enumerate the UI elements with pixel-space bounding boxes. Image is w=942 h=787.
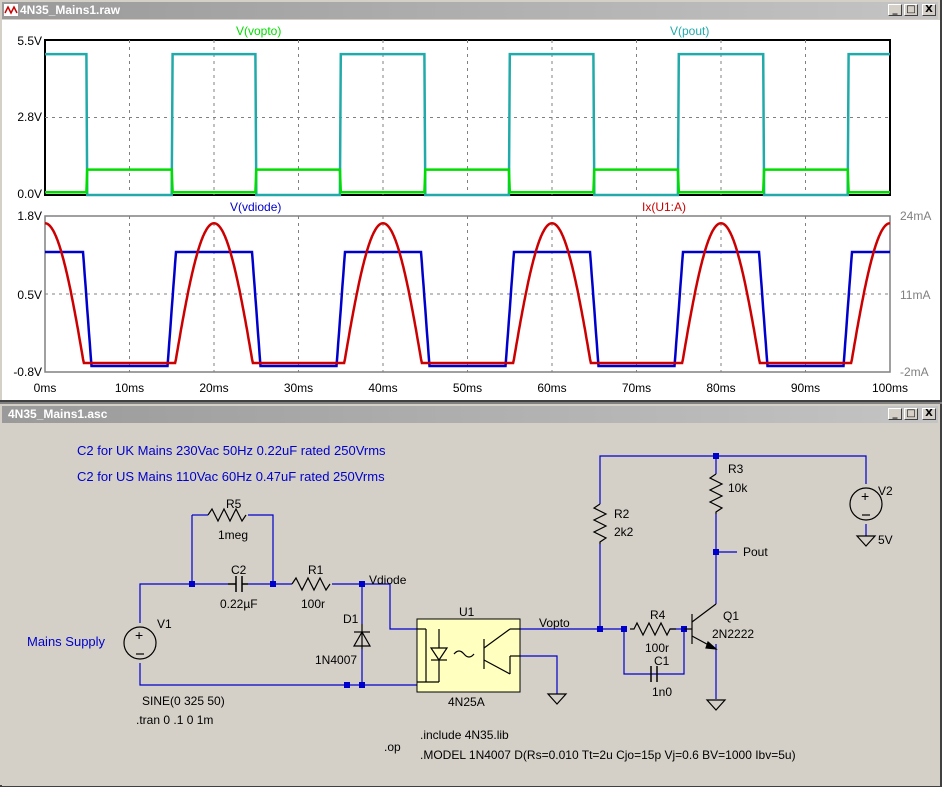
component-name[interactable]: R4 <box>650 608 666 622</box>
diode-d1-symbol[interactable] <box>352 624 372 649</box>
svg-text:+: + <box>861 488 869 504</box>
component-value[interactable]: 100r <box>645 641 669 655</box>
waveform-plot-area[interactable]: V(vopto) V(pout) V(vdiode) Ix(U1:A) 5.5V… <box>2 20 940 400</box>
component-name[interactable]: R3 <box>728 462 744 476</box>
voltage-source-v2-symbol[interactable]: + <box>849 487 883 521</box>
schematic-window: 4N35_Mains1.asc _ □ X <box>0 404 942 787</box>
x-tick: 50ms <box>453 381 482 395</box>
schematic-note[interactable]: C2 for US Mains 110Vac 60Hz 0.47uF rated… <box>77 469 385 484</box>
source-label[interactable]: Mains Supply <box>27 634 106 649</box>
waveform-app-icon <box>4 4 18 16</box>
minimize-button[interactable]: _ <box>888 4 902 16</box>
close-button[interactable]: X <box>922 408 936 420</box>
y2-tick: -2mA <box>900 365 929 379</box>
ground-icon <box>705 699 727 711</box>
spice-directive-model[interactable]: .MODEL 1N4007 D(Rs=0.010 Tt=2u Cjo=15p V… <box>420 748 796 762</box>
y-tick: 2.8V <box>17 110 42 124</box>
capacitor-c1-symbol[interactable] <box>650 666 658 682</box>
component-value[interactable]: 0.22µF <box>220 597 258 611</box>
x-tick: 80ms <box>706 381 735 395</box>
component-name[interactable]: V1 <box>157 617 172 631</box>
component-name[interactable]: R1 <box>308 563 324 577</box>
trace-vdiode[interactable] <box>45 250 890 368</box>
component-value[interactable]: 2k2 <box>614 525 634 539</box>
component-value[interactable]: 1N4007 <box>315 653 357 667</box>
net-label-vdiode[interactable]: Vdiode <box>369 573 407 587</box>
x-tick: 10ms <box>115 381 144 395</box>
close-button[interactable]: X <box>922 4 936 16</box>
component-name[interactable]: Q1 <box>723 609 739 623</box>
voltage-source-v1-symbol[interactable]: + <box>123 626 157 660</box>
x-tick: 90ms <box>791 381 820 395</box>
trace-label-ix-u1a[interactable]: Ix(U1:A) <box>642 200 686 214</box>
minimize-button[interactable]: _ <box>888 408 902 420</box>
component-value[interactable]: 4N25A <box>448 695 485 709</box>
resistor-r4-symbol[interactable] <box>630 621 676 637</box>
x-tick: 0ms <box>34 381 57 395</box>
y2-tick: 11mA <box>900 288 930 302</box>
component-value[interactable]: 1meg <box>218 528 248 542</box>
x-tick: 20ms <box>199 381 228 395</box>
x-tick: 30ms <box>284 381 313 395</box>
component-value[interactable]: 100r <box>301 597 325 611</box>
capacitor-c2-symbol[interactable] <box>228 576 248 592</box>
schematic-titlebar[interactable]: 4N35_Mains1.asc _ □ X <box>2 406 938 423</box>
trace-ix-u1a[interactable] <box>44 221 891 365</box>
schematic-canvas[interactable]: + <box>2 424 940 786</box>
spice-directive-include[interactable]: .include 4N35.lib <box>420 728 509 742</box>
net-label-vopto[interactable]: Vopto <box>539 616 570 630</box>
svg-text:+: + <box>135 627 143 643</box>
trace-label-pout[interactable]: V(pout) <box>670 24 709 38</box>
component-value[interactable]: 10k <box>728 481 748 495</box>
ground-icon <box>546 693 568 705</box>
optocoupler-u1-symbol[interactable] <box>416 618 521 693</box>
y-tick: 1.8V <box>17 209 42 223</box>
transistor-q1-symbol[interactable] <box>684 603 718 650</box>
schematic-note[interactable]: C2 for UK Mains 230Vac 50Hz 0.22uF rated… <box>77 443 386 458</box>
trace-vpout[interactable] <box>45 52 890 197</box>
component-name[interactable]: R2 <box>614 507 630 521</box>
resistor-r3-symbol[interactable] <box>708 473 724 514</box>
spice-directive-op[interactable]: .op <box>384 740 401 754</box>
component-name[interactable]: R5 <box>226 497 242 511</box>
trace-label-vopto[interactable]: V(vopto) <box>236 24 281 38</box>
spice-directive-tran[interactable]: .tran 0 .1 0 1m <box>136 713 213 727</box>
net-label-pout[interactable]: Pout <box>743 545 768 559</box>
y-tick: 5.5V <box>17 34 42 48</box>
y2-tick: 24mA <box>900 209 931 223</box>
component-name[interactable]: V2 <box>878 484 893 498</box>
component-value[interactable]: SINE(0 325 50) <box>142 694 225 708</box>
component-value[interactable]: 5V <box>878 533 893 547</box>
trace-vopto[interactable] <box>45 168 890 194</box>
resistor-r5-symbol[interactable] <box>207 507 247 523</box>
schematic-window-title: 4N35_Mains1.asc <box>8 407 108 421</box>
y-tick: -0.8V <box>13 365 42 379</box>
component-value[interactable]: 2N2222 <box>712 627 754 641</box>
resistor-r1-symbol[interactable] <box>291 576 331 592</box>
component-value[interactable]: 1n0 <box>652 685 672 699</box>
maximize-button[interactable]: □ <box>904 4 918 16</box>
y-tick: 0.0V <box>17 187 42 201</box>
trace-label-vdiode[interactable]: V(vdiode) <box>230 200 281 214</box>
component-name[interactable]: C1 <box>654 654 670 668</box>
y-tick: 0.5V <box>17 288 42 302</box>
ground-icon <box>855 535 877 547</box>
x-tick: 70ms <box>622 381 651 395</box>
waveform-window: 4N35_Mains1.raw _ □ X V(vopto) V(pout) V… <box>0 0 942 402</box>
resistor-r2-symbol[interactable] <box>592 503 608 544</box>
component-name[interactable]: C2 <box>231 563 247 577</box>
maximize-button[interactable]: □ <box>904 408 918 420</box>
component-name[interactable]: U1 <box>459 605 475 619</box>
x-tick: 40ms <box>368 381 397 395</box>
x-tick: 100ms <box>872 381 908 395</box>
component-name[interactable]: D1 <box>343 612 359 626</box>
x-tick: 60ms <box>537 381 566 395</box>
waveform-titlebar[interactable]: 4N35_Mains1.raw _ □ X <box>2 2 938 19</box>
waveform-window-title: 4N35_Mains1.raw <box>20 3 121 17</box>
